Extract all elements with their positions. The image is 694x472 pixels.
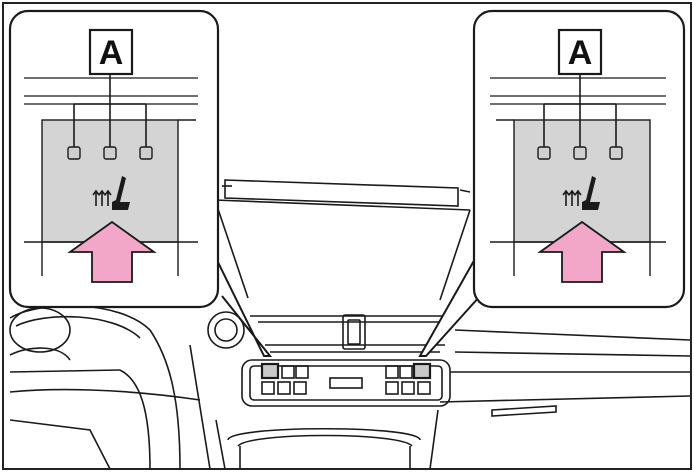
right-callout-box: [557, 28, 603, 76]
right-callout-panel: A: [418, 9, 686, 357]
right-callout-pointer: [418, 249, 481, 357]
left-indicator-1: [67, 146, 81, 160]
left-up-arrow-icon: [67, 220, 157, 283]
dashboard-line-art: [9, 179, 691, 470]
left-knob: [207, 311, 245, 349]
heated-seat-icon: [562, 176, 600, 210]
switch-panel: [241, 359, 451, 407]
left-callout-panel: A: [8, 9, 273, 357]
right-indicator-2: [573, 146, 587, 160]
left-indicator-3: [139, 146, 153, 160]
hazard-switch: [342, 314, 366, 350]
right-seat-heater-switch: [412, 362, 432, 380]
left-callout-label: A: [99, 34, 124, 72]
left-indicator-2: [103, 146, 117, 160]
right-indicator-3: [609, 146, 623, 160]
left-callout-box: [88, 28, 134, 76]
left-callout-pointer: [211, 249, 273, 357]
heated-seat-icon: [92, 176, 130, 210]
right-indicator-1: [537, 146, 551, 160]
right-callout-label: A: [568, 34, 593, 72]
display-screen: [224, 179, 459, 207]
right-up-arrow-icon: [537, 220, 627, 283]
left-seat-heater-switch: [260, 362, 280, 380]
